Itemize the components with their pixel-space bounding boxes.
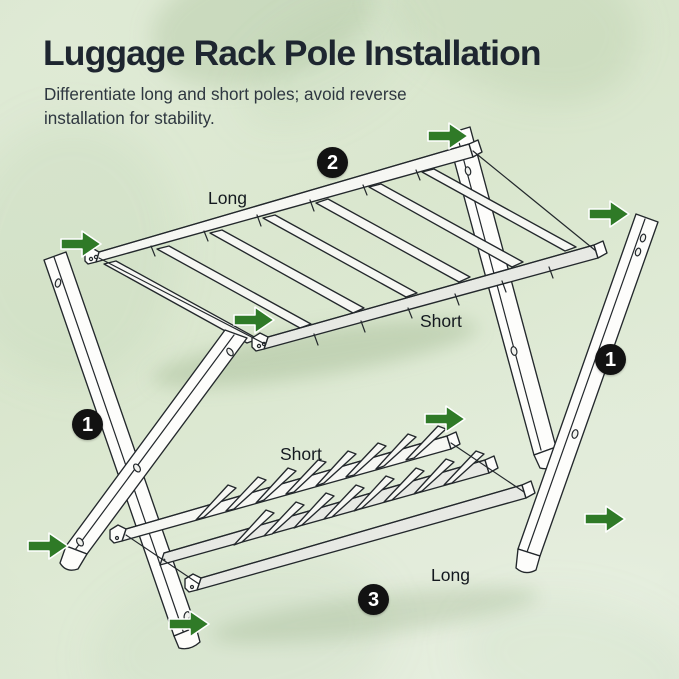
step-badge-1-right: 1 — [595, 344, 626, 375]
part-label-long-upper: Long — [208, 188, 247, 208]
step-badge-3: 3 — [358, 584, 389, 615]
part-label-short-upper: Short — [420, 311, 462, 331]
arrow-upper-front-rail — [233, 305, 275, 335]
arrow-right-leg-bottom — [584, 504, 626, 534]
arrow-left-leg-lower — [168, 609, 210, 639]
arrow-shelf-right-leg — [424, 404, 466, 434]
arrow-upper-right-leg — [427, 121, 469, 151]
step-badge-1-left: 1 — [72, 409, 103, 440]
arrow-upper-left-rail — [60, 229, 102, 259]
step-badge-2: 2 — [317, 147, 348, 178]
page-subtitle: Differentiate long and short poles; avoi… — [44, 85, 407, 128]
page-title: Luggage Rack Pole Installation — [43, 33, 542, 73]
part-label-short-lower: Short — [280, 444, 322, 464]
arrow-right-leg-top — [588, 199, 630, 229]
arrow-left-leg-foot — [27, 531, 69, 561]
part-label-long-lower: Long — [431, 565, 470, 585]
